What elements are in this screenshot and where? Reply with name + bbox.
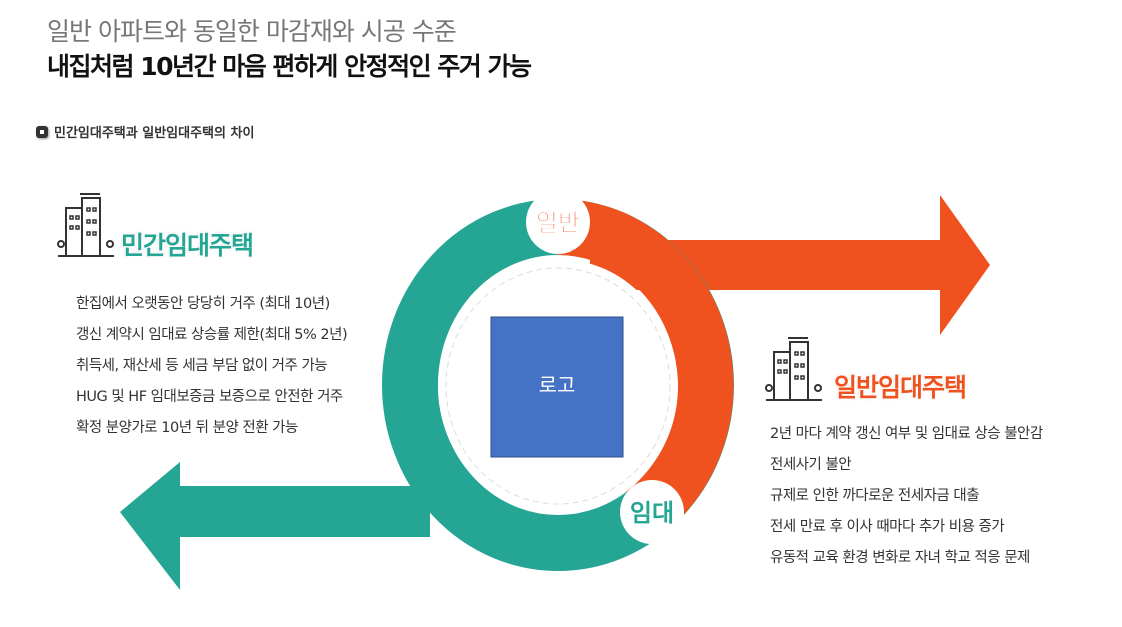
list-item: 유동적 교육 환경 변화로 자녀 학교 적응 문제 xyxy=(770,550,1030,566)
list-item: 취득세, 재산세 등 세금 부담 없이 거주 가능 xyxy=(76,358,328,374)
header-subtitle: 일반 아파트와 동일한 마감재와 시공 수준 xyxy=(47,17,457,46)
list-item: 한집에서 오랫동안 당당히 거주 (최대 10년) xyxy=(76,296,330,312)
private-title: 민간임대주택 xyxy=(121,231,254,260)
header-title: 내집처럼 10년간 마음 편하게 안정적인 주거 가능 xyxy=(47,52,532,81)
building-icon xyxy=(57,193,114,257)
section-heading: 민간임대주택과 일반임대주택의 차이 xyxy=(36,122,254,141)
list-item: 갱신 계약시 임대료 상승률 제한(최대 5% 2년) xyxy=(76,327,348,343)
building-icon xyxy=(765,337,822,401)
badge-top xyxy=(526,190,590,254)
badge-bottom-label: 임대 xyxy=(630,499,674,527)
general-list: 2년 마다 계약 갱신 여부 및 임대료 상승 불안감 전세사기 불안 규제로 … xyxy=(770,422,1043,577)
logo-label: 로고 xyxy=(539,373,576,397)
list-item: 확정 분양가로 10년 뒤 분양 전환 가능 xyxy=(76,420,298,436)
list-item: 전세사기 불안 xyxy=(770,457,852,473)
teal-arrow xyxy=(120,462,430,590)
general-title: 일반임대주택 xyxy=(834,373,967,402)
list-item: 2년 마다 계약 갱신 여부 및 임대료 상승 불안감 xyxy=(770,426,1043,442)
badge-bottom xyxy=(620,480,684,544)
private-list: 한집에서 오랫동안 당당히 거주 (최대 10년) 갱신 계약시 임대료 상승률… xyxy=(76,292,348,447)
orange-ring-arc xyxy=(557,199,734,537)
bullet-icon xyxy=(36,125,48,138)
list-item: HUG 및 HF 임대보증금 보증으로 안전한 거주 xyxy=(76,389,343,405)
logo-box xyxy=(490,316,624,458)
list-item: 규제로 인한 까다로운 전세자금 대출 xyxy=(770,488,980,504)
badge-top-label: 일반 xyxy=(536,209,580,237)
section-title: 민간임대주택과 일반임대주택의 차이 xyxy=(54,126,255,141)
orange-arrow xyxy=(590,195,990,335)
list-item: 전세 만료 후 이사 때마다 추가 비용 증가 xyxy=(770,519,1005,535)
